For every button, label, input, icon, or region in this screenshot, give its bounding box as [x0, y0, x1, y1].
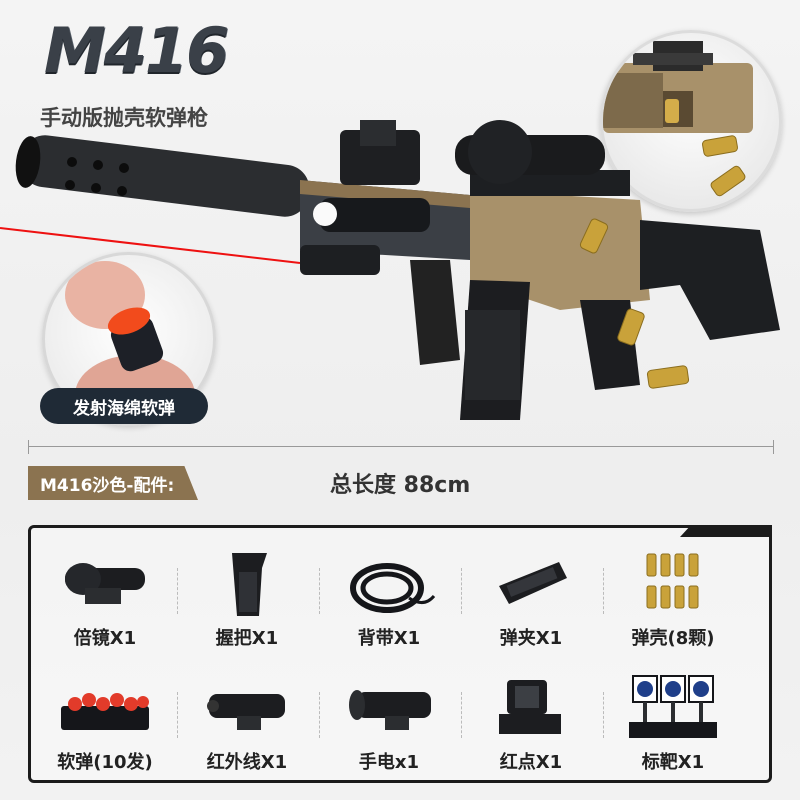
- rifle-image: [0, 120, 780, 420]
- foam-darts-icon: [61, 693, 149, 730]
- accessory-flashlight: 手电x1: [318, 658, 460, 778]
- target-icon: [629, 675, 717, 738]
- length-tick-right: [773, 440, 774, 454]
- accessories-panel-corner: [680, 525, 772, 537]
- divider: [461, 692, 463, 738]
- accessory-label: 握把X1: [215, 628, 279, 649]
- accessory-foam-darts: 软弹(10发): [34, 658, 176, 778]
- product-title: M416: [44, 14, 229, 87]
- accessory-label: 红外线X1: [206, 752, 288, 773]
- divider: [319, 692, 321, 738]
- flashlight-icon: [349, 690, 431, 730]
- magazine-icon: [499, 562, 567, 604]
- shells-icon: [646, 553, 699, 609]
- divider: [603, 692, 605, 738]
- accessory-sling: 背带X1: [318, 534, 460, 654]
- accessory-label: 红点X1: [499, 752, 563, 773]
- foam-dart-badge: 发射海绵软弹: [40, 388, 208, 424]
- divider: [319, 568, 321, 614]
- divider: [461, 568, 463, 614]
- grip-icon: [232, 553, 267, 616]
- accessory-label: 背带X1: [357, 628, 421, 649]
- divider: [177, 568, 179, 614]
- red-dot-icon: [499, 680, 561, 734]
- laser-icon: [207, 694, 285, 730]
- scope-icon: [65, 563, 145, 604]
- length-dimension-line: [28, 446, 774, 447]
- accessories-tab: M416沙色-配件:: [28, 466, 198, 500]
- accessory-grip: 握把X1: [176, 534, 318, 654]
- accessory-scope: 倍镜X1: [34, 534, 176, 654]
- accessory-label: 弹壳(8颗): [631, 628, 715, 649]
- length-label: 总长度 88cm: [330, 473, 471, 498]
- product-subtitle: 手动版抛壳软弹枪: [40, 106, 208, 130]
- accessory-label: 倍镜X1: [73, 628, 137, 649]
- sling-icon: [350, 563, 436, 613]
- accessory-label: 弹夹X1: [499, 628, 563, 649]
- accessory-label: 软弹(10发): [57, 752, 153, 773]
- accessory-label: 标靶X1: [641, 752, 705, 773]
- accessory-magazine: 弹夹X1: [460, 534, 602, 654]
- accessory-label: 手电x1: [358, 752, 420, 773]
- length-tick-left: [28, 440, 29, 454]
- divider: [603, 568, 605, 614]
- ejection-detail-image: [600, 30, 782, 212]
- accessory-laser: 红外线X1: [176, 658, 318, 778]
- divider: [177, 692, 179, 738]
- accessories-panel: 倍镜X1 握把X1 背带X1 弹夹X1: [28, 525, 772, 783]
- accessory-target: 标靶X1: [602, 658, 744, 778]
- accessory-red-dot: 红点X1: [460, 658, 602, 778]
- accessory-shells: 弹壳(8颗): [602, 534, 744, 654]
